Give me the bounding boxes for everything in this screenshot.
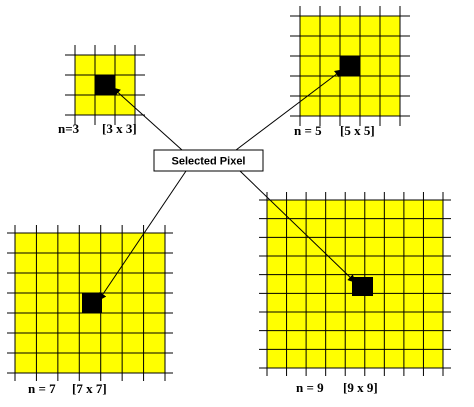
arrows [98, 69, 356, 301]
grid-9x9-lines [259, 192, 451, 376]
grid-5x5: n = 5 [5 x 5] [290, 6, 410, 138]
grid-3x3-selected-pixel [95, 75, 115, 95]
arrow-to-5x5 [235, 69, 343, 151]
grid-5x5-n-label: n = 5 [294, 123, 322, 138]
selected-pixel-label: Selected Pixel [172, 156, 246, 168]
grid-5x5-selected-pixel [340, 56, 360, 76]
grid-9x9-n-label: n = 9 [296, 380, 324, 395]
grid-9x9-size-label: [9 x 9] [343, 380, 378, 395]
grid-3x3-size-label: [3 x 3] [102, 121, 137, 136]
grid-9x9-selected-pixel [352, 277, 373, 296]
grid-3x3: n=3 [3 x 3] [58, 45, 145, 136]
selected-pixel-box [153, 149, 264, 172]
arrow-to-3x3 [112, 87, 183, 151]
grid-5x5-size-label: [5 x 5] [340, 123, 375, 138]
grid-3x3-n-label: n=3 [58, 121, 80, 136]
grid-7x7-n-label: n = 7 [28, 381, 56, 396]
arrow-to-9x9 [239, 170, 356, 283]
arrow-to-7x7 [98, 170, 187, 301]
grid-7x7-selected-pixel [82, 293, 102, 313]
grid-7x7-size-label: [7 x 7] [72, 381, 107, 396]
grid-7x7: n = 7 [7 x 7] [7, 225, 173, 396]
selected-pixel-callout: Selected Pixel [153, 149, 264, 172]
grid-9x9: n = 9 [9 x 9] [259, 192, 451, 395]
